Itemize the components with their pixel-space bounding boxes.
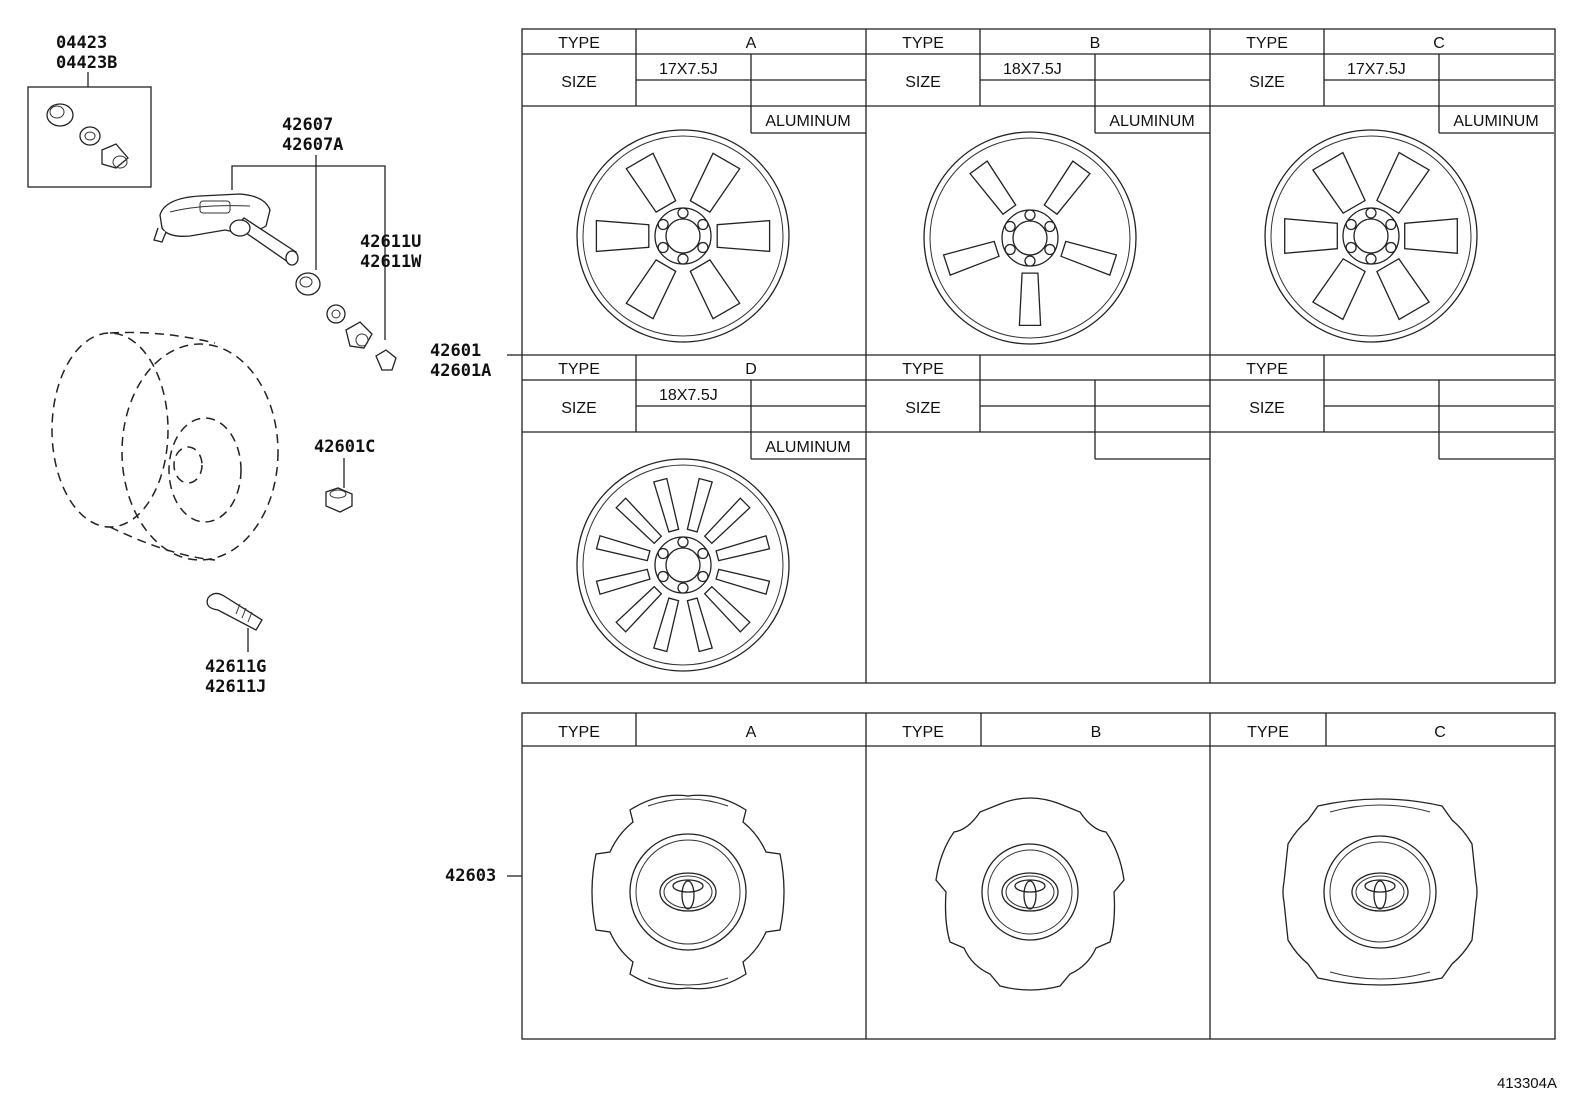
cap-b-type-label: TYPE	[902, 724, 944, 741]
label-42601c: 42601C	[314, 437, 375, 457]
left-parts: 04423 04423B 42607 42607A 42611U 42611W	[27, 33, 522, 886]
label-42611w: 42611W	[360, 252, 422, 272]
wheel-b-type-label: TYPE	[902, 35, 944, 52]
wheel-cell-a: TYPE A SIZE 17X7.5J ALUMINUM	[522, 29, 866, 134]
label-42611j: 42611J	[205, 677, 266, 697]
label-04423b: 04423B	[56, 53, 117, 73]
wheel-d-size-label: SIZE	[561, 400, 597, 417]
lug-nut-icon	[325, 487, 353, 513]
label-42603: 42603	[445, 866, 496, 886]
wheel-c-type-label: TYPE	[1246, 35, 1288, 52]
cap-c-type-label: TYPE	[1247, 724, 1289, 741]
wheel-cell-e: TYPE SIZE	[866, 355, 1210, 460]
valve-kit-box	[27, 86, 152, 188]
label-42601a: 42601A	[430, 361, 491, 381]
valve-stem-icon	[206, 592, 263, 631]
label-04423: 04423	[56, 33, 107, 53]
wheel-b-size-label: SIZE	[905, 74, 941, 91]
label-42607: 42607	[282, 115, 333, 135]
wheel-d-type-label: TYPE	[558, 361, 600, 378]
wheel-c-type-value: C	[1433, 35, 1445, 52]
wheel-f-type-label: TYPE	[1246, 361, 1288, 378]
wheel-cell-c: TYPE C SIZE 17X7.5J ALUMINUM	[1210, 29, 1554, 134]
cap-b-type-value: B	[1091, 724, 1102, 741]
cap-c-type-value: C	[1434, 724, 1446, 741]
label-42601: 42601	[430, 341, 481, 361]
tpms-sensor-icon	[153, 193, 299, 266]
wheel-table: TYPE A SIZE 17X7.5J ALUMINUM TYPE B SIZE 18X7.5J…	[521, 28, 1556, 684]
cap-table: TYPE A TYPE B TYPE C	[521, 712, 1556, 1040]
cap-b-icon	[935, 797, 1125, 991]
wheel-a-size-label: SIZE	[561, 74, 597, 91]
wheel-a-type-value: A	[746, 35, 757, 52]
wheel-d-material: ALUMINUM	[765, 439, 850, 456]
wheel-c-size-label: SIZE	[1249, 74, 1285, 91]
wheel-c-size-value: 17X7.5J	[1347, 61, 1406, 78]
wheel-d-icon	[576, 458, 790, 672]
wheel-a-type-label: TYPE	[558, 35, 600, 52]
tire-outline-icon	[51, 331, 279, 561]
wheel-e-type-label: TYPE	[902, 361, 944, 378]
cap-a-type-label: TYPE	[558, 724, 600, 741]
wheel-cell-b: TYPE B SIZE 18X7.5J ALUMINUM	[866, 29, 1210, 134]
wheel-e-size-label: SIZE	[905, 400, 941, 417]
wheel-c-material: ALUMINUM	[1453, 113, 1538, 130]
wheel-a-material: ALUMINUM	[765, 113, 850, 130]
figure-number: 413304A	[1497, 1075, 1557, 1092]
label-42611g: 42611G	[205, 657, 266, 677]
sensor-nut-set-icon	[295, 272, 397, 371]
wheel-d-size-value: 18X7.5J	[659, 387, 718, 404]
label-42607a: 42607A	[282, 135, 343, 155]
label-42611u: 42611U	[360, 232, 421, 252]
wheel-b-material: ALUMINUM	[1109, 113, 1194, 130]
wheel-a-icon	[576, 129, 790, 343]
wheel-d-type-value: D	[745, 361, 757, 378]
cap-a-type-value: A	[746, 724, 757, 741]
wheel-b-size-value: 18X7.5J	[1003, 61, 1062, 78]
wheel-c-icon	[1264, 129, 1478, 343]
wheel-b-type-value: B	[1090, 35, 1101, 52]
cap-c-icon	[1282, 798, 1478, 986]
wheel-cell-f: TYPE SIZE	[1210, 355, 1554, 460]
cap-a-icon	[591, 794, 785, 990]
wheel-a-size-value: 17X7.5J	[659, 61, 718, 78]
wheel-cell-d: TYPE D SIZE 18X7.5J ALUMINUM	[522, 355, 866, 460]
wheel-b-icon	[923, 131, 1137, 345]
wheel-f-size-label: SIZE	[1249, 400, 1285, 417]
valve-kit-parts-icon	[46, 103, 129, 169]
